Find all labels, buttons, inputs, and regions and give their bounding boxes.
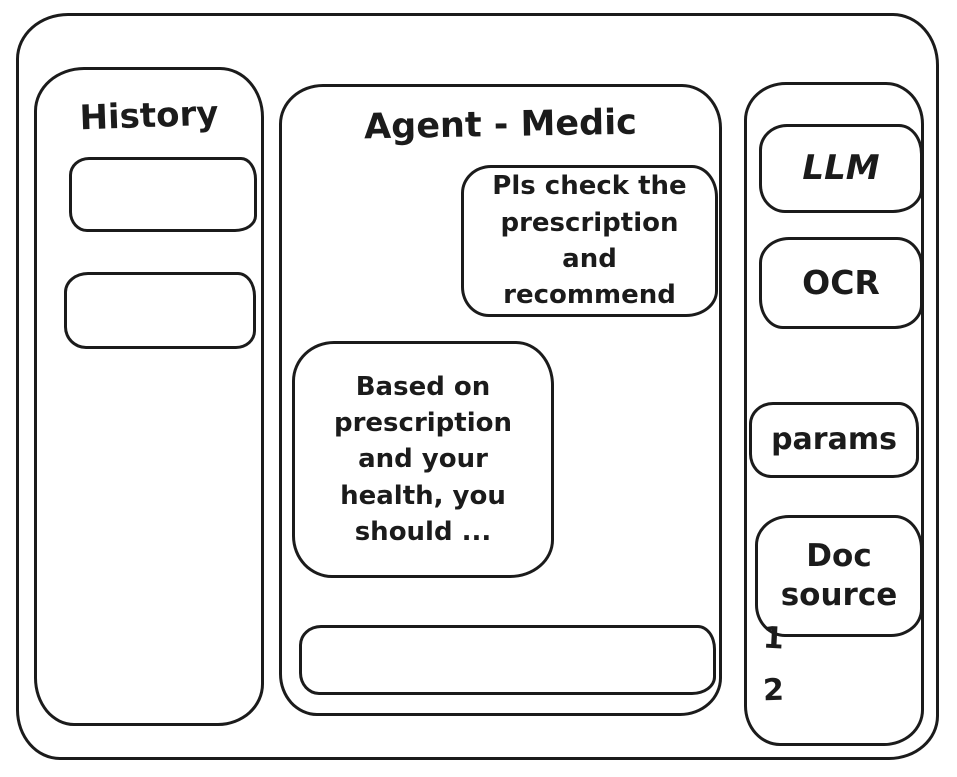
history-item[interactable] (64, 272, 256, 349)
page-title: Agent - Medic (363, 102, 638, 148)
history-item[interactable] (69, 157, 257, 232)
assistant-message-bubble: Based on prescription and your health, y… (292, 341, 554, 578)
chat-input[interactable] (299, 625, 716, 695)
doc-source-item[interactable]: 2 (762, 672, 785, 709)
doc-source-item[interactable]: 1 (762, 620, 785, 657)
assistant-message-text: Based on prescription and your health, y… (333, 371, 512, 548)
tools-panel: LLM OCR params Doc source 1 2 (744, 82, 924, 746)
doc-source-button[interactable]: Doc source (755, 515, 923, 637)
params-button[interactable]: params (749, 402, 919, 478)
user-message-text: Pls check the prescription and recommend (492, 171, 687, 311)
user-message-bubble: Pls check the prescription and recommend (461, 165, 718, 317)
app-window: History Agent - Medic Pls check the pres… (16, 13, 939, 760)
llm-button[interactable]: LLM (759, 124, 923, 213)
chat-panel: Agent - Medic Pls check the prescription… (279, 84, 722, 716)
history-title: History (78, 93, 220, 139)
history-panel: History (34, 67, 264, 726)
ocr-button[interactable]: OCR (759, 237, 923, 329)
